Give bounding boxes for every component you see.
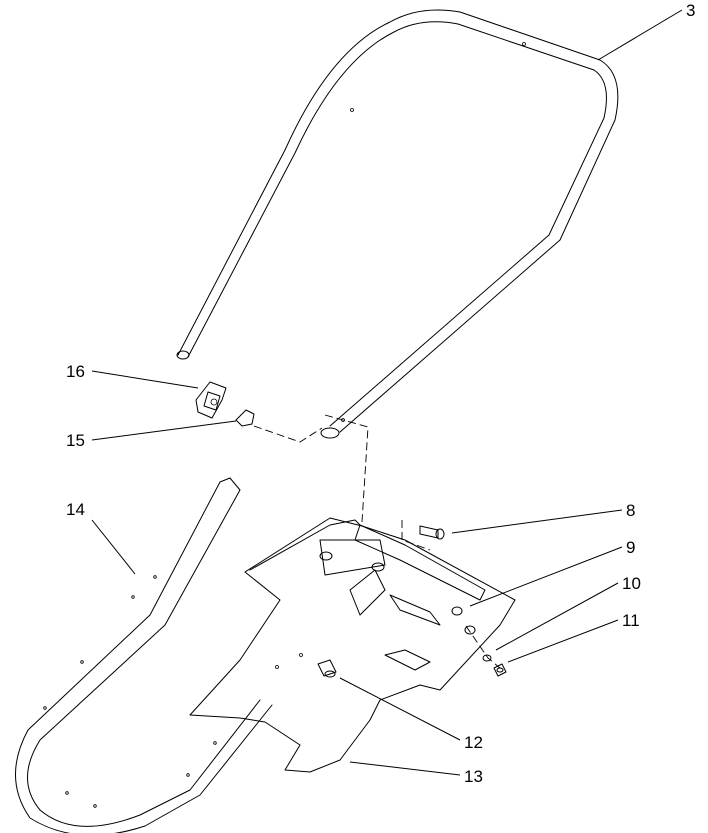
leader-lines bbox=[91, 9, 683, 776]
nut bbox=[235, 409, 255, 427]
alignment-lines bbox=[253, 414, 501, 669]
pin bbox=[317, 659, 337, 678]
callout-10: 10 bbox=[622, 574, 641, 593]
callout-16: 16 bbox=[66, 362, 85, 381]
washer bbox=[482, 654, 492, 662]
bolt bbox=[419, 525, 445, 540]
callout-14: 14 bbox=[66, 500, 85, 519]
base-frame bbox=[189, 517, 516, 773]
screw bbox=[493, 663, 507, 677]
callout-3: 3 bbox=[686, 1, 695, 20]
callout-13: 13 bbox=[464, 767, 483, 786]
callout-8: 8 bbox=[626, 501, 635, 520]
upper-handle bbox=[176, 9, 619, 439]
callout-labels: 3 16 15 14 8 9 10 11 12 13 bbox=[66, 1, 695, 786]
callout-12: 12 bbox=[464, 733, 483, 752]
knob bbox=[195, 381, 227, 419]
callout-11: 11 bbox=[622, 611, 640, 630]
lower-handle bbox=[15, 477, 273, 833]
callout-9: 9 bbox=[626, 538, 635, 557]
callout-15: 15 bbox=[66, 431, 85, 450]
